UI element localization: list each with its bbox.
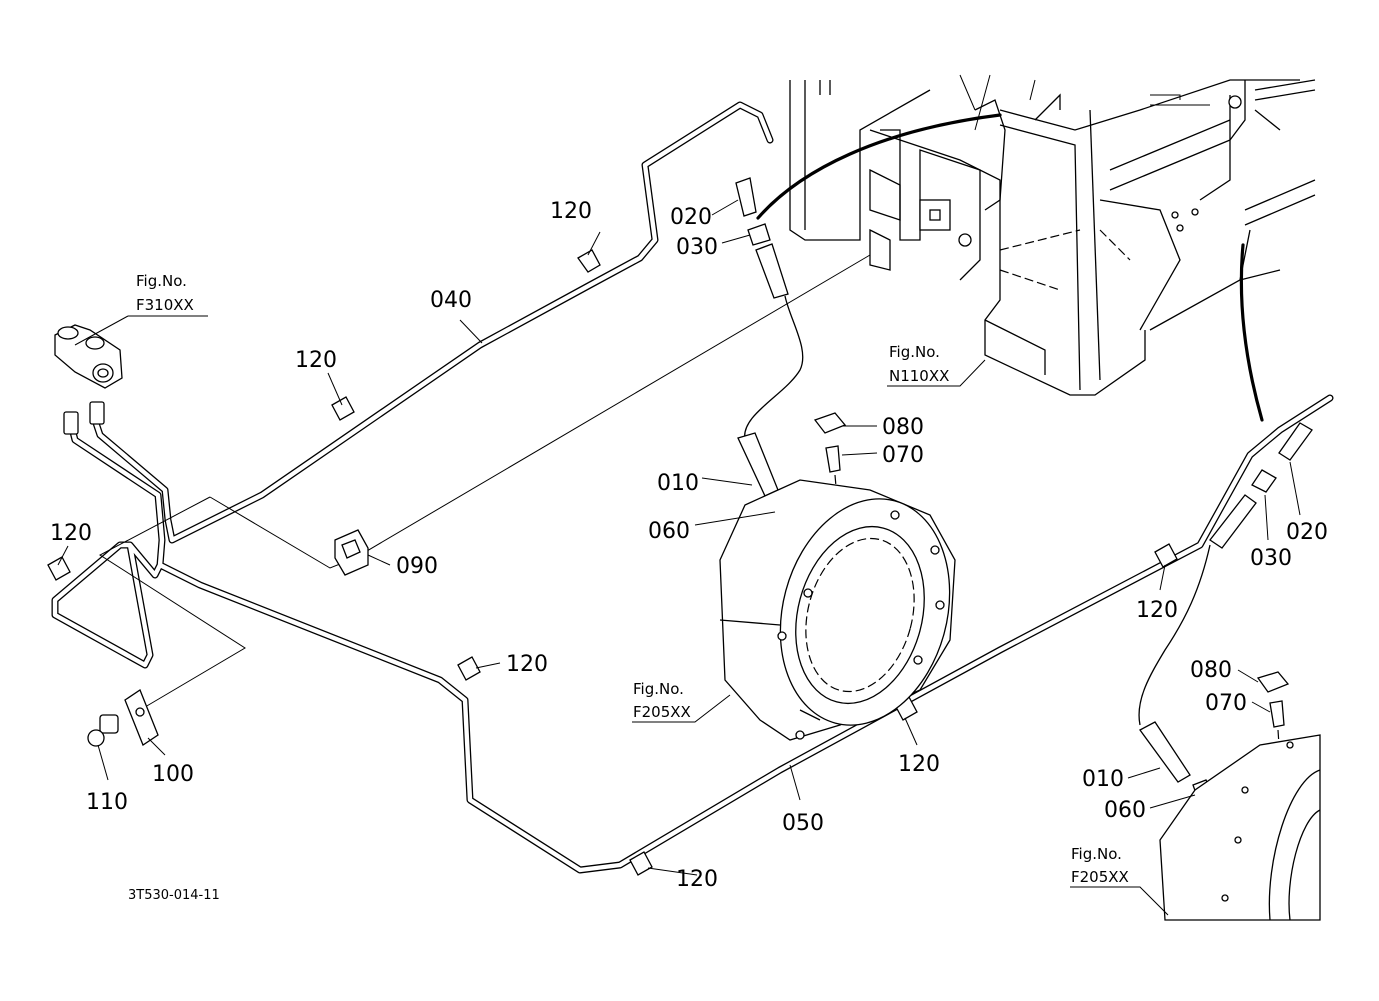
leader-assembly-box — [99, 496, 246, 711]
pipe-clip-120a — [577, 249, 601, 273]
hose-end-right-top — [1209, 494, 1257, 549]
callout-040: 040 — [430, 288, 472, 313]
fig-ref-n110xx: N110XX — [889, 367, 949, 385]
callout-010: 010 — [657, 471, 699, 496]
callout-120: 120 — [50, 521, 92, 546]
callout-110: 110 — [86, 790, 128, 815]
callout-020: 020 — [670, 205, 712, 230]
fig-ref-prefix: Fig.No. — [633, 680, 684, 698]
bracket-100 — [124, 689, 159, 746]
callout-060: 060 — [648, 519, 690, 544]
right-rear-axle-housing — [1159, 734, 1321, 921]
nut-030-right — [1251, 469, 1277, 493]
tractor-frame — [789, 74, 1316, 396]
callout-080: 080 — [882, 415, 924, 440]
callout-070: 070 — [1205, 691, 1247, 716]
fig-ref-prefix: Fig.No. — [889, 343, 940, 361]
bolt-070-right — [1269, 700, 1285, 728]
bleed-plug-110 — [87, 714, 119, 747]
fig-ref-f205xx: F205XX — [633, 703, 691, 721]
fig-ref-prefix: Fig.No. — [1071, 845, 1122, 863]
callout-120: 120 — [506, 652, 548, 677]
callout-020: 020 — [1286, 520, 1328, 545]
figure-code: 3T530-014-11 — [128, 888, 220, 903]
bleeder-cap-080-right — [1256, 671, 1290, 693]
callout-120: 120 — [550, 199, 592, 224]
pipe-clamp-090 — [334, 529, 369, 576]
figure-references: Fig.No. F310XX Fig.No. N110XX Fig.No. F2… — [136, 272, 1129, 886]
left-rear-axle-housing — [719, 479, 956, 741]
bolt-070-left — [825, 445, 841, 473]
callout-010: 010 — [1082, 767, 1124, 792]
harness-cable-right — [1239, 243, 1264, 422]
pipe-clip-120b — [331, 396, 355, 421]
right-brake-hose-group — [1138, 422, 1313, 821]
fig-ref-f310xx: F310XX — [136, 296, 194, 314]
callout-070: 070 — [882, 443, 924, 468]
fitting-020-right — [1278, 422, 1313, 461]
brake-pipe-050 — [51, 394, 1334, 874]
callout-120: 120 — [295, 348, 337, 373]
brake-pipe-040 — [91, 101, 774, 544]
callout-030: 030 — [676, 235, 718, 260]
callout-120: 120 — [676, 867, 718, 892]
pipe-clip-120e — [1154, 543, 1178, 568]
bleeder-cap-080-left — [813, 412, 847, 434]
callout-060: 060 — [1104, 798, 1146, 823]
callout-leaders — [57, 199, 1301, 916]
pipe-clip-120d — [457, 656, 481, 681]
callout-080: 080 — [1190, 658, 1232, 683]
callout-100: 100 — [152, 762, 194, 787]
hose-end-left-bottom — [737, 432, 779, 497]
callout-090: 090 — [396, 554, 438, 579]
callout-030: 030 — [1250, 546, 1292, 571]
pipe-clip-120c — [47, 556, 71, 581]
brake-hose-010-left — [744, 295, 804, 441]
pipe-clip-120g — [629, 851, 653, 876]
fitting-020-left — [735, 177, 757, 217]
fig-ref-prefix: Fig.No. — [136, 272, 187, 290]
callout-120: 120 — [898, 752, 940, 777]
hose-end-right-bottom — [1139, 721, 1191, 783]
brake-hose-010-right — [1138, 544, 1211, 726]
callout-120: 120 — [1136, 598, 1178, 623]
harness-cable-left — [756, 113, 1002, 220]
brake-distributor-block — [54, 324, 123, 435]
callout-050: 050 — [782, 811, 824, 836]
hose-end-left-top — [755, 243, 789, 299]
nut-030-left — [747, 223, 771, 246]
fig-ref-f205xx: F205XX — [1071, 868, 1129, 886]
callout-labels: 120 120 120 120 120 120 120 040 050 020 … — [50, 199, 1328, 892]
